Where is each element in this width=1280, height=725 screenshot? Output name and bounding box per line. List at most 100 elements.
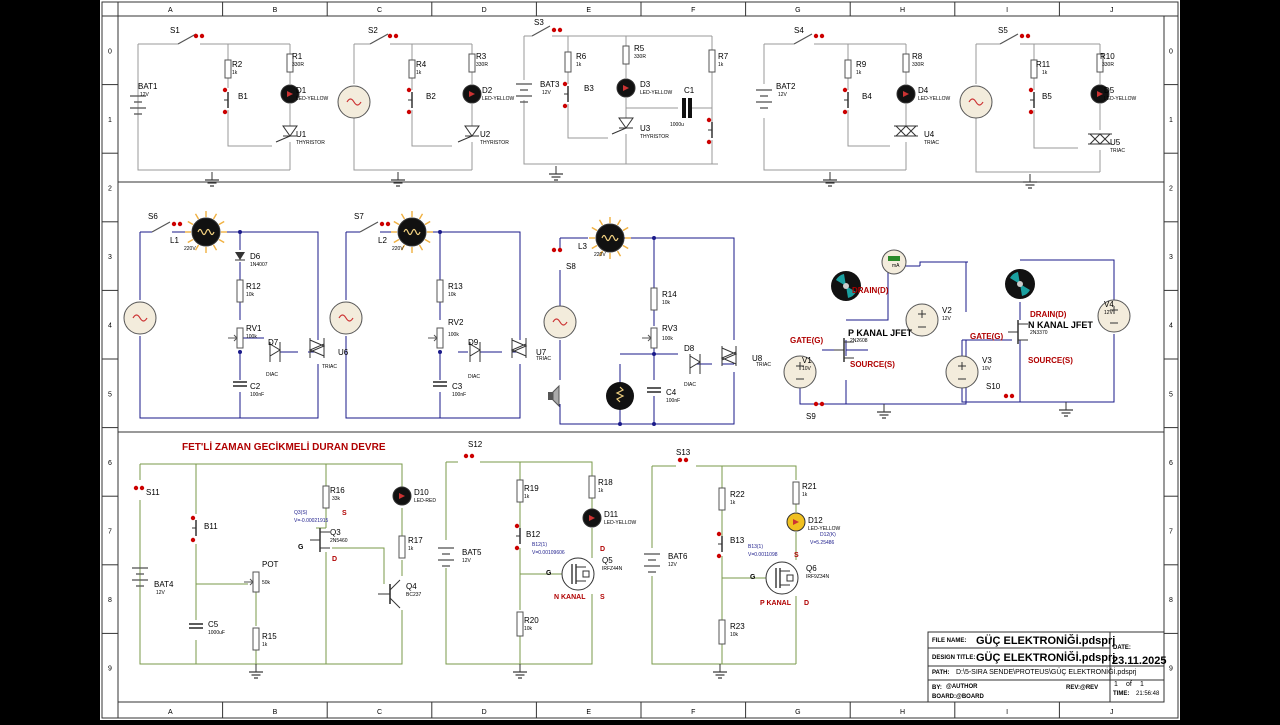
switch-s11[interactable] [133, 485, 145, 491]
component-label-c6-switch: S6 [148, 212, 158, 221]
component-label-mosfet-p-switch: S13 [676, 448, 691, 457]
switch-s9[interactable] [813, 401, 825, 407]
button-b1[interactable] [222, 87, 229, 115]
component-label-c2-led: D2 [482, 86, 493, 95]
component-label-mosfet-n-probe-v: V=0.00109606 [532, 550, 565, 556]
component-label-mosfet-n-switch: S12 [468, 440, 483, 449]
wire-junction [438, 230, 442, 234]
jfet-p-symbol [834, 338, 854, 362]
tb-file-name: GÜÇ ELEKTRONİĞİ.pdsprj [976, 635, 1116, 647]
component-label-c3-scr: U3 [640, 124, 651, 133]
diac-d8 [689, 354, 701, 374]
component-label-c7-r: R13 [448, 282, 463, 291]
button-b11[interactable] [190, 515, 197, 543]
resistor-r9 [844, 59, 852, 79]
border-row-label: 5 [108, 391, 112, 398]
switch-c3-right[interactable] [706, 117, 713, 145]
circuit-8 [559, 237, 735, 425]
border-row-label: 9 [108, 666, 112, 673]
potentiometer-rv2[interactable] [428, 327, 444, 349]
switch-s12[interactable] [463, 453, 475, 459]
component-label-jfet-p-switch: S9 [806, 412, 816, 421]
component-label-fet-delay-probe-v: V=-0.00021915 [294, 518, 329, 524]
dc-source-v2 [905, 303, 939, 337]
switch-s4[interactable] [813, 33, 825, 39]
component-label-jfet-n-src2: V4 [1104, 300, 1114, 309]
border-row-label: 3 [108, 254, 112, 261]
potentiometer-rv1[interactable] [228, 327, 244, 349]
border-column-label: D [482, 7, 487, 14]
lamp-l1 [185, 211, 227, 253]
led-d2 [462, 84, 482, 104]
border-row-label: 9 [1169, 666, 1173, 673]
switch-s10[interactable] [1003, 393, 1015, 399]
component-label-fet-delay-cap: C5 [208, 620, 219, 629]
title-block [927, 631, 1165, 703]
border-column-label: D [482, 709, 487, 716]
potentiometer-rv3[interactable] [642, 327, 658, 349]
button-b4[interactable] [842, 87, 849, 115]
tb-pages: 1 [1140, 681, 1144, 688]
border-row-label: 0 [1169, 48, 1173, 55]
led-d5 [1090, 84, 1110, 104]
tb-file-name-label: FILE NAME: [932, 638, 967, 644]
component-label-c5-triac-t: TRIAC [1110, 148, 1125, 154]
border-column-label: I [1006, 7, 1008, 14]
button-b13[interactable] [716, 531, 723, 559]
component-label-mosfet-n-btn: B12 [526, 530, 541, 539]
button-b5[interactable] [1028, 87, 1035, 115]
switch-s7[interactable] [379, 221, 391, 227]
component-label-c4-triac: U4 [924, 130, 935, 139]
component-label-c7-diac: D9 [468, 338, 479, 347]
component-label-fet-delay-q3-t: 2N5460 [330, 538, 348, 544]
component-label-jfet-p-title: P KANAL JFET [848, 328, 913, 338]
component-label-c3-r-c-v: 1k [718, 62, 724, 68]
component-label-c8-diac-t: DIAC [684, 382, 696, 388]
wire-junction [652, 236, 656, 240]
component-label-c3-r-a: R6 [576, 52, 587, 61]
component-label-c1-r-b: R1 [292, 52, 303, 61]
switch-s8[interactable] [551, 247, 563, 253]
switch-s13[interactable] [677, 457, 689, 463]
circuit-5 [975, 33, 1101, 173]
component-label-mosfet-n-probe: B12(1) [532, 542, 548, 548]
component-label-mosfet-n-r20: R20 [524, 616, 539, 625]
switch-s3[interactable] [551, 27, 563, 33]
battery-bat3 [516, 83, 532, 103]
border-row-label: 6 [108, 460, 112, 467]
potentiometer-pot[interactable] [244, 571, 260, 593]
component-label-c6-r-v: 10k [246, 292, 255, 298]
component-label-c3-r-a-v: 1k [576, 62, 582, 68]
switch-s6[interactable] [171, 221, 183, 227]
component-label-mosfet-p-r22: R22 [730, 490, 745, 499]
resistor-r6 [564, 51, 572, 73]
button-b12[interactable] [514, 523, 521, 551]
tb-design-title-label: DESIGN TITLE: [932, 655, 976, 661]
switch-s2[interactable] [387, 33, 399, 39]
switch-s5[interactable] [1019, 33, 1031, 39]
component-label-jfet-p-src: V1 [802, 356, 812, 365]
ac-source-2 [337, 85, 371, 119]
component-label-fet-delay-switch: S11 [146, 488, 160, 497]
border-column-label: E [586, 7, 591, 14]
component-label-c1-led: D1 [296, 86, 307, 95]
component-label-jfet-p-source: SOURCE(S) [850, 360, 895, 369]
border-row-label: 7 [1169, 529, 1173, 536]
component-label-c6-diac: D7 [268, 338, 279, 347]
button-b3[interactable] [562, 81, 569, 109]
component-label-mosfet-n-led-t: LED-YELLOW [604, 520, 637, 526]
component-label-c6-lamp-v: 220V [184, 246, 196, 252]
component-label-fet-delay-q3-d: D [332, 556, 338, 563]
component-label-mosfet-n-d: D [600, 546, 606, 553]
component-label-c7-switch: S7 [354, 212, 364, 221]
border-column-label: F [691, 709, 695, 716]
wire-junction [652, 352, 656, 356]
component-label-c4-battery: BAT2 [776, 82, 796, 91]
switch-s1[interactable] [193, 33, 205, 39]
button-b2[interactable] [406, 87, 413, 115]
tb-board: @BOARD [956, 694, 984, 700]
tb-path: D:\5-SIRA SENDE\PROTEUS\GÜÇ ELEKTRONİĞİ.… [956, 669, 1137, 676]
component-label-fet-delay-pot: POT [262, 560, 279, 569]
border-row-label: 5 [1169, 391, 1173, 398]
component-label-jfet-p-src2-v: 12V [942, 316, 951, 322]
